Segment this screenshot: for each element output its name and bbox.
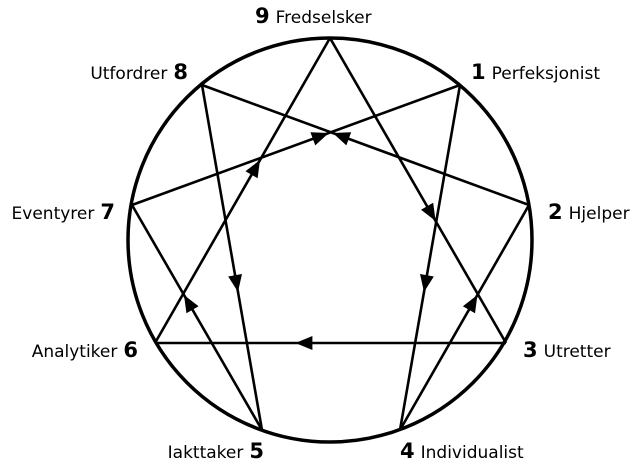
line-4-to-2 [398, 204, 531, 431]
arrowhead-3-to-6 [295, 336, 313, 350]
point-number-7: 7 [100, 200, 115, 224]
line-7-to-1 [131, 83, 461, 207]
point-name-6: Analytiker [31, 342, 118, 362]
point-number-2: 2 [548, 200, 563, 224]
point-number-6: 6 [123, 338, 138, 362]
point-number-8: 8 [173, 60, 188, 84]
point-name-1: Perfeksjonist [491, 64, 601, 84]
arrowhead-2-to-8 [332, 132, 352, 146]
point-name-7: Eventyrer [11, 204, 95, 224]
line-2-to-8 [201, 83, 530, 207]
point-number-9: 9 [255, 4, 270, 28]
arrowhead-4-to-2 [462, 295, 478, 314]
arrowheads [184, 132, 478, 350]
point-name-4: Individualist [420, 443, 524, 463]
point-number-1: 1 [471, 60, 486, 84]
line-1-to-4 [398, 84, 462, 431]
line-5-to-7 [130, 204, 264, 431]
arrowhead-8-to-5 [228, 274, 242, 292]
arrowhead-6-to-9 [245, 160, 260, 179]
arrowhead-9-to-3 [421, 202, 436, 221]
line-8-to-5 [200, 84, 264, 431]
point-name-9: Fredselsker [275, 8, 372, 28]
point-number-4: 4 [400, 439, 415, 463]
enneagram-circle [126, 36, 534, 444]
point-number-5: 5 [249, 439, 264, 463]
point-name-3: Utretter [543, 342, 611, 362]
arrowhead-7-to-1 [310, 132, 329, 146]
connection-lines [130, 37, 531, 431]
line-9-to-3 [328, 37, 508, 344]
point-number-3: 3 [523, 338, 538, 362]
line-6-to-9 [153, 37, 332, 344]
point-name-2: Hjelper [568, 204, 630, 224]
arrowhead-1-to-4 [420, 274, 434, 292]
arrowhead-5-to-7 [184, 295, 199, 314]
point-name-5: Iakttaker [167, 443, 244, 463]
point-name-8: Utfordrer [90, 64, 168, 84]
